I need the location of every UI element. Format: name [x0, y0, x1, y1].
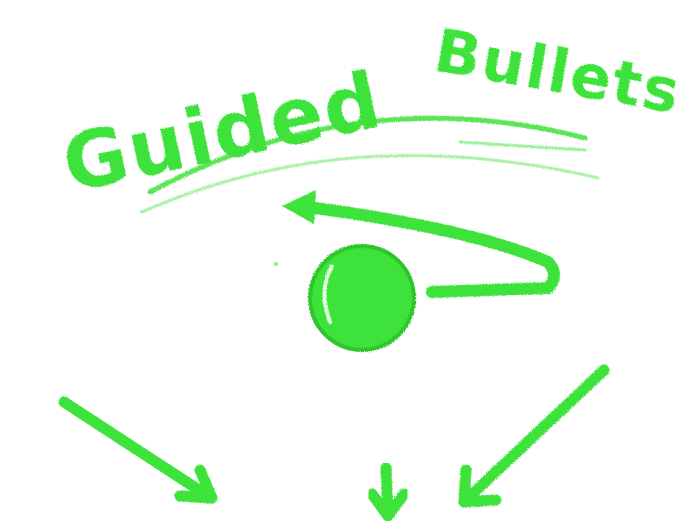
- title-word-bullets: Bullets: [429, 16, 686, 128]
- swoosh-underline: [140, 115, 600, 214]
- title-group: Guided Bullets: [55, 16, 686, 211]
- title-word-guided: Guided: [55, 55, 390, 210]
- arrow-down-right-icon: [58, 396, 218, 504]
- arrow-down-left-icon: [458, 364, 610, 508]
- bullet-ball-icon: [308, 244, 416, 352]
- curved-arrow-icon: [282, 190, 560, 298]
- chalk-speck: [274, 262, 278, 266]
- arrow-down-icon: [366, 462, 410, 522]
